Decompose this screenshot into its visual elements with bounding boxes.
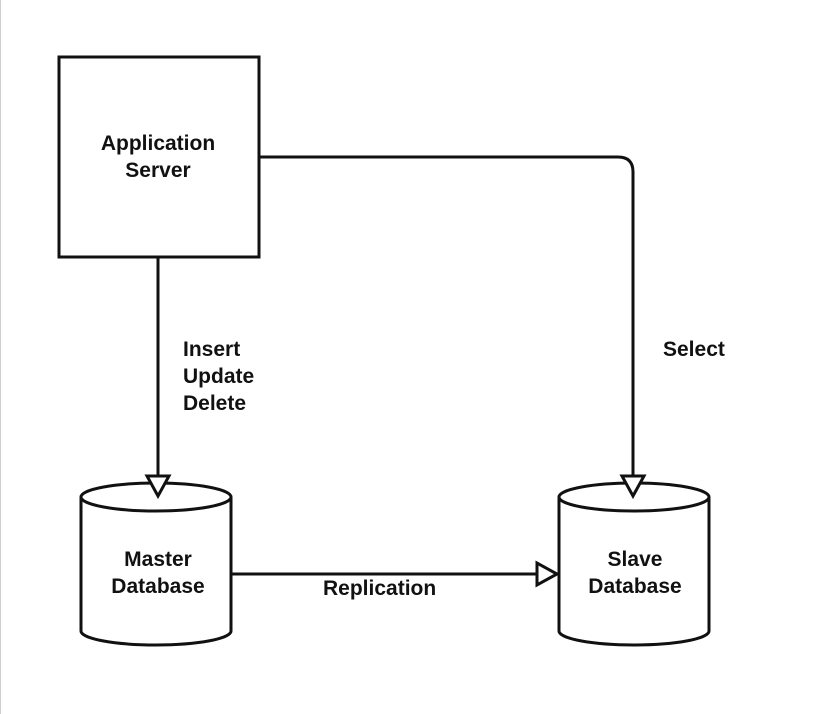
select-label: Select: [663, 338, 725, 361]
replication-arrowhead: [535, 560, 561, 588]
left-border: [0, 0, 1, 714]
write-op-update: Update: [183, 365, 255, 388]
app-server-label-line2: Server: [125, 159, 191, 182]
slave-db-label-line1: Slave: [607, 548, 663, 571]
slave-db-label: Slave Database: [557, 546, 713, 600]
master-db-label-line1: Master: [124, 548, 192, 571]
replication-edge: [231, 560, 561, 588]
select-edge: [259, 155, 647, 500]
master-db-label-line2: Database: [111, 575, 205, 598]
write-op-insert: Insert: [183, 338, 241, 361]
master-db-cylinder: [79, 481, 233, 647]
write-op-delete: Delete: [183, 392, 247, 415]
select-arrowhead: [619, 474, 647, 500]
write-arrowhead: [144, 474, 172, 500]
slave-db-label-line2: Database: [588, 575, 682, 598]
replication-label: Replication: [323, 577, 437, 600]
write-ops-label: Insert Update Delete: [183, 336, 254, 417]
app-server-label: Application Server: [58, 130, 258, 184]
app-server-label-line1: Application: [100, 132, 216, 155]
write-edge: [144, 257, 172, 500]
master-db-label: Master Database: [80, 546, 236, 600]
